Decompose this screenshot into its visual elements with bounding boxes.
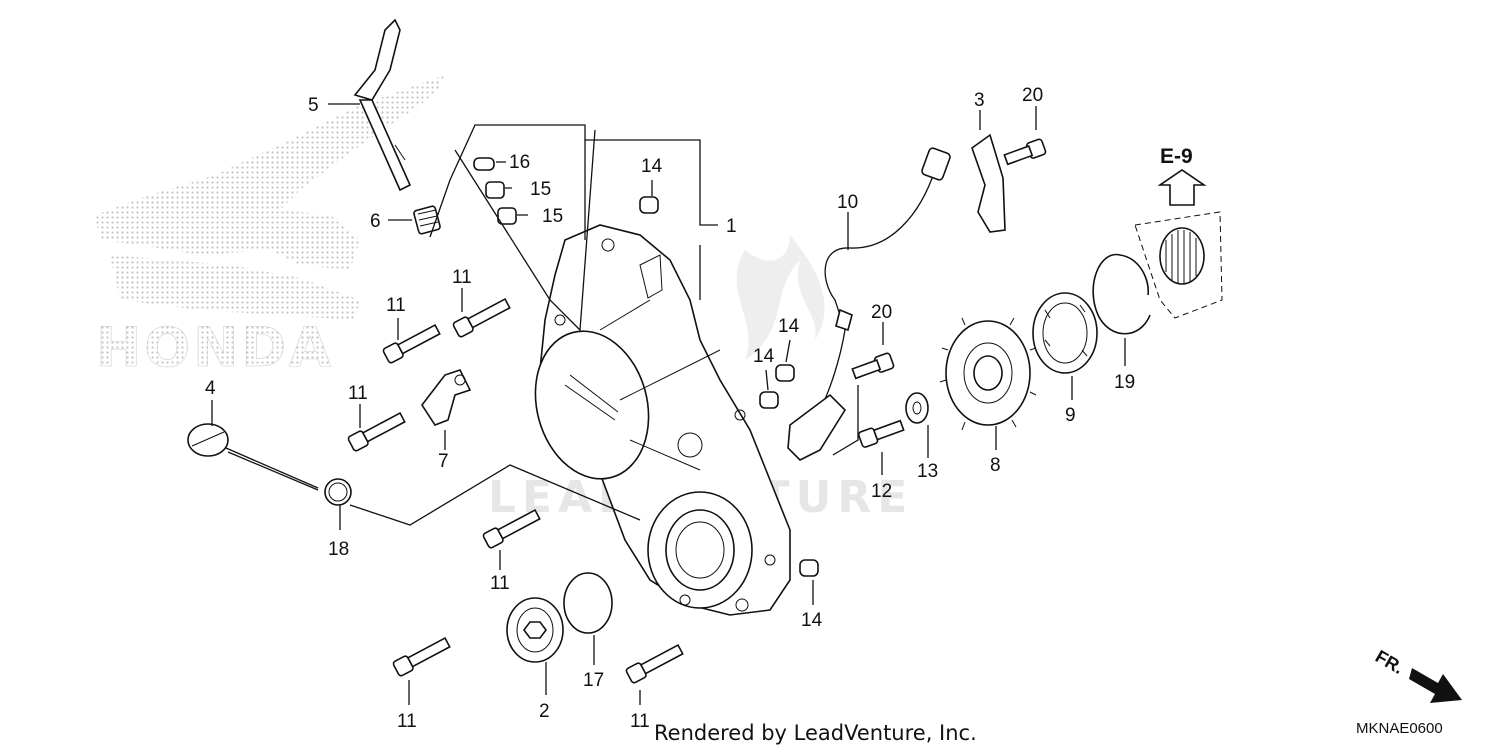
part-5-rod — [353, 18, 412, 192]
credit-text: Rendered by LeadVenture, Inc. — [654, 721, 977, 745]
honda-logo-text: HONDA — [96, 316, 334, 379]
callout-15a: 15 — [530, 179, 551, 200]
part-7-bracket — [421, 369, 472, 426]
honda-wing-logo: HONDA — [95, 75, 445, 379]
callout-11a: 11 — [452, 267, 472, 288]
callout-11b: 11 — [386, 295, 406, 316]
part-8-gear — [939, 317, 1037, 431]
callout-14d: 14 — [801, 610, 823, 631]
fr-label: FR. — [1372, 646, 1407, 678]
callout-numbers: 1 2 3 4 5 6 7 8 9 10 11 11 11 11 11 11 1… — [205, 85, 1135, 732]
callout-20a: 20 — [1022, 85, 1043, 106]
callout-7: 7 — [438, 451, 449, 472]
e9-reference: E-9 — [1134, 145, 1223, 319]
part-15-16-collars — [473, 157, 517, 225]
part-19-circlip — [1092, 253, 1151, 335]
reference-label: E-9 — [1160, 145, 1193, 168]
callout-11c: 11 — [348, 383, 368, 404]
callout-14b: 14 — [778, 316, 800, 337]
callout-11d: 11 — [490, 573, 510, 594]
part-13-washer — [905, 392, 929, 424]
arrow-right-icon — [1409, 668, 1462, 703]
callout-11f: 11 — [630, 711, 650, 732]
part-9-clutch — [1032, 292, 1098, 374]
callout-1: 1 — [726, 216, 737, 237]
leader-lines — [211, 103, 1126, 705]
callout-16: 16 — [509, 152, 530, 173]
callout-8: 8 — [990, 455, 1001, 476]
callout-17: 17 — [583, 670, 604, 691]
part-2-cap — [506, 597, 564, 663]
callout-4: 4 — [205, 378, 216, 399]
diagram-code: MKNAE0600 — [1356, 720, 1443, 737]
crankcase-cover — [534, 224, 791, 616]
part-17-oring — [563, 572, 613, 634]
callout-9: 9 — [1065, 405, 1076, 426]
callout-18: 18 — [328, 539, 349, 560]
part-10-harness — [787, 147, 951, 461]
dowel-pins — [639, 196, 819, 577]
part-4-oil-cap — [187, 423, 319, 491]
callout-14c: 14 — [753, 346, 775, 367]
callout-2: 2 — [539, 701, 550, 722]
callout-20b: 20 — [871, 302, 892, 323]
callout-3: 3 — [974, 90, 985, 111]
callout-19: 19 — [1114, 372, 1135, 393]
bolts — [347, 138, 1047, 684]
callout-15b: 15 — [542, 206, 563, 227]
callout-5: 5 — [308, 95, 319, 116]
callout-10: 10 — [837, 192, 858, 213]
callout-11e: 11 — [397, 711, 417, 732]
callout-6: 6 — [370, 211, 381, 232]
callout-12: 12 — [871, 481, 892, 502]
callout-13: 13 — [917, 461, 938, 482]
front-direction: FR. — [1372, 646, 1462, 703]
callout-14a: 14 — [641, 156, 663, 177]
arrow-up-icon — [1157, 169, 1207, 206]
part-3-plate — [971, 133, 1006, 233]
